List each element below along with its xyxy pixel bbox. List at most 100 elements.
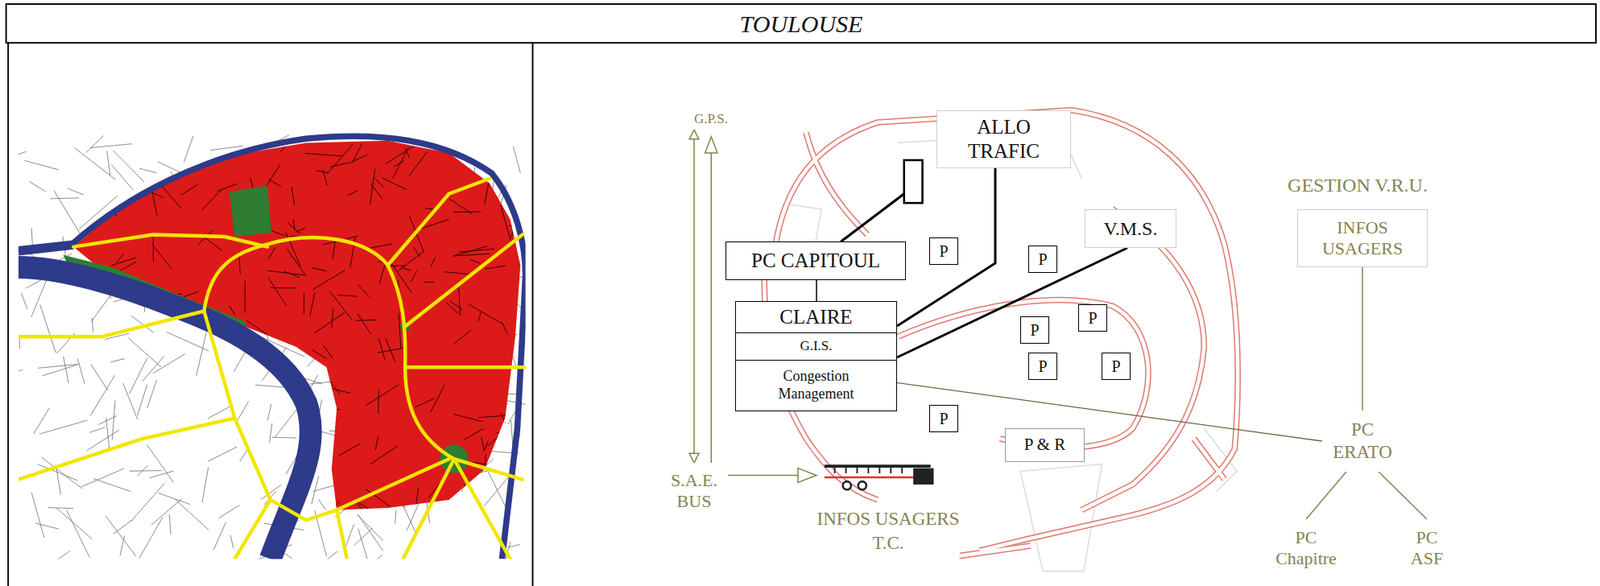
street (487, 423, 514, 447)
system-box: P (1028, 352, 1058, 381)
street (338, 295, 358, 297)
street (397, 251, 424, 272)
street (183, 392, 189, 421)
road (403, 458, 455, 559)
street (90, 375, 115, 416)
street (331, 309, 334, 328)
street (305, 152, 343, 156)
system-box: PC ASF (1390, 519, 1464, 578)
system-box: P (929, 237, 959, 265)
system-box: CLAIREG.I.S.Congestion Management (735, 301, 898, 412)
street (81, 468, 125, 488)
street (214, 442, 244, 459)
street (230, 535, 234, 549)
bus-wheel (843, 481, 852, 490)
street (310, 375, 318, 389)
street (20, 293, 27, 309)
road (336, 458, 449, 510)
street (456, 484, 466, 501)
street (378, 337, 385, 360)
bus-window (845, 466, 848, 474)
street (151, 498, 182, 526)
system-box: P (1078, 304, 1108, 332)
system-box: P & R (1004, 428, 1085, 463)
street (106, 323, 135, 325)
road-surface (959, 545, 1031, 557)
street (316, 170, 329, 174)
street (206, 431, 218, 437)
street (394, 265, 406, 267)
canal (71, 136, 526, 559)
street (244, 463, 284, 468)
street (147, 380, 158, 409)
node-text: P (938, 241, 948, 261)
street (424, 281, 435, 284)
street (179, 411, 202, 423)
city-map (18, 132, 526, 560)
bus-window (878, 466, 881, 474)
system-box: ALLO TRAFIC (936, 110, 1071, 169)
street (369, 169, 375, 206)
street (454, 330, 472, 344)
node-text: PC ERATO (1332, 418, 1393, 464)
street (384, 338, 395, 363)
street (111, 164, 133, 190)
street (293, 219, 295, 231)
street (500, 204, 512, 241)
street (136, 465, 148, 476)
street (146, 445, 174, 483)
connector (1378, 471, 1427, 520)
system-box: G.P.S. (685, 108, 737, 130)
street (24, 160, 59, 170)
street (119, 149, 157, 158)
street (183, 136, 194, 163)
street (234, 350, 247, 372)
street (91, 318, 94, 332)
road (234, 500, 337, 559)
street (347, 190, 359, 196)
zone-outline (1020, 464, 1102, 572)
street (204, 236, 223, 251)
street (229, 305, 236, 316)
map-ground (18, 132, 526, 560)
street (137, 384, 148, 416)
street (149, 471, 174, 479)
street (132, 176, 142, 185)
road (405, 365, 526, 369)
street (354, 528, 373, 546)
street (357, 514, 383, 551)
street (109, 369, 122, 388)
street (248, 389, 276, 413)
street (119, 535, 125, 556)
road-surface (806, 132, 868, 236)
street (33, 408, 50, 435)
street (40, 304, 57, 353)
node-text: ALLO TRAFIC (967, 115, 1040, 164)
street (129, 470, 162, 472)
street (358, 555, 383, 560)
street (207, 446, 237, 462)
street (100, 330, 121, 331)
street (42, 364, 78, 376)
system-box: PC CAPITOUL (725, 241, 906, 281)
street (111, 365, 151, 370)
street (63, 356, 69, 384)
park (229, 186, 272, 237)
street (358, 529, 368, 559)
street (175, 500, 209, 531)
street (358, 285, 371, 298)
bus-icon (824, 466, 935, 490)
street (180, 184, 198, 196)
system-box: P (929, 405, 959, 433)
street (244, 281, 246, 313)
street (201, 190, 222, 211)
street (401, 267, 411, 271)
street (365, 384, 399, 406)
street (394, 510, 397, 525)
street (381, 177, 407, 191)
street (478, 415, 512, 418)
connector (693, 129, 695, 464)
street (430, 256, 435, 267)
street (105, 515, 137, 557)
street (484, 265, 506, 269)
